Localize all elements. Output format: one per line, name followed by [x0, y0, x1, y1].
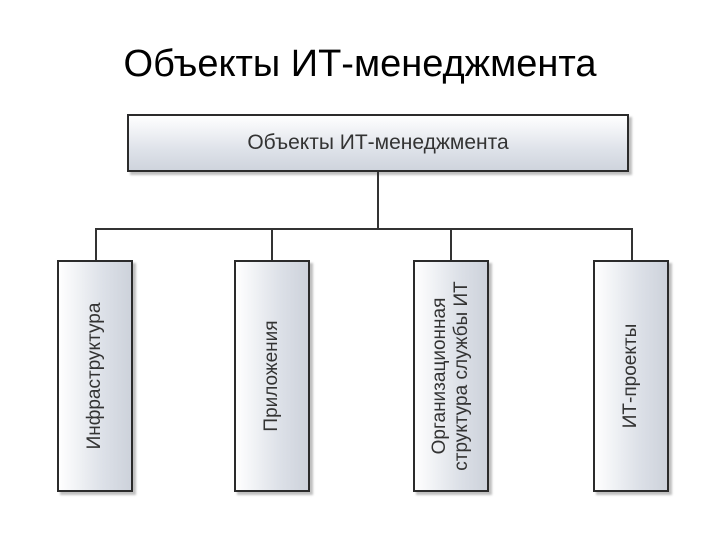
connector-drop-2	[271, 228, 273, 260]
connector-drop-1	[95, 228, 97, 260]
child-node-label: Организационная структура службы ИТ	[429, 281, 473, 471]
child-node-label: Инфраструктура	[84, 303, 106, 450]
child-node-it-projects: ИТ-проекты	[593, 260, 669, 492]
connector-drop-3	[450, 228, 452, 260]
child-node-label: Приложения	[261, 320, 283, 431]
child-node-org-structure: Организационная структура службы ИТ	[413, 260, 489, 492]
child-node-infrastructure: Инфраструктура	[57, 260, 133, 492]
child-node-applications: Приложения	[234, 260, 310, 492]
child-node-label: ИТ-проекты	[620, 324, 642, 428]
connector-horizontal-bus	[95, 228, 633, 230]
child-node-label-line1: Инфраструктура	[84, 302, 106, 450]
root-node: Объекты ИТ-менеджмента	[127, 114, 629, 172]
child-node-label-line1: Приложения	[261, 320, 283, 432]
connector-root-vertical	[377, 172, 379, 229]
child-node-label-line1: ИТ-проекты	[620, 323, 642, 429]
child-node-label-line2: структура службы ИТ	[451, 281, 472, 471]
slide-title: Объекты ИТ-менеджмента	[123, 43, 597, 85]
connector-drop-4	[631, 228, 633, 260]
child-node-label-line1: Организационная	[429, 297, 451, 455]
root-node-label: Объекты ИТ-менеджмента	[247, 131, 509, 154]
